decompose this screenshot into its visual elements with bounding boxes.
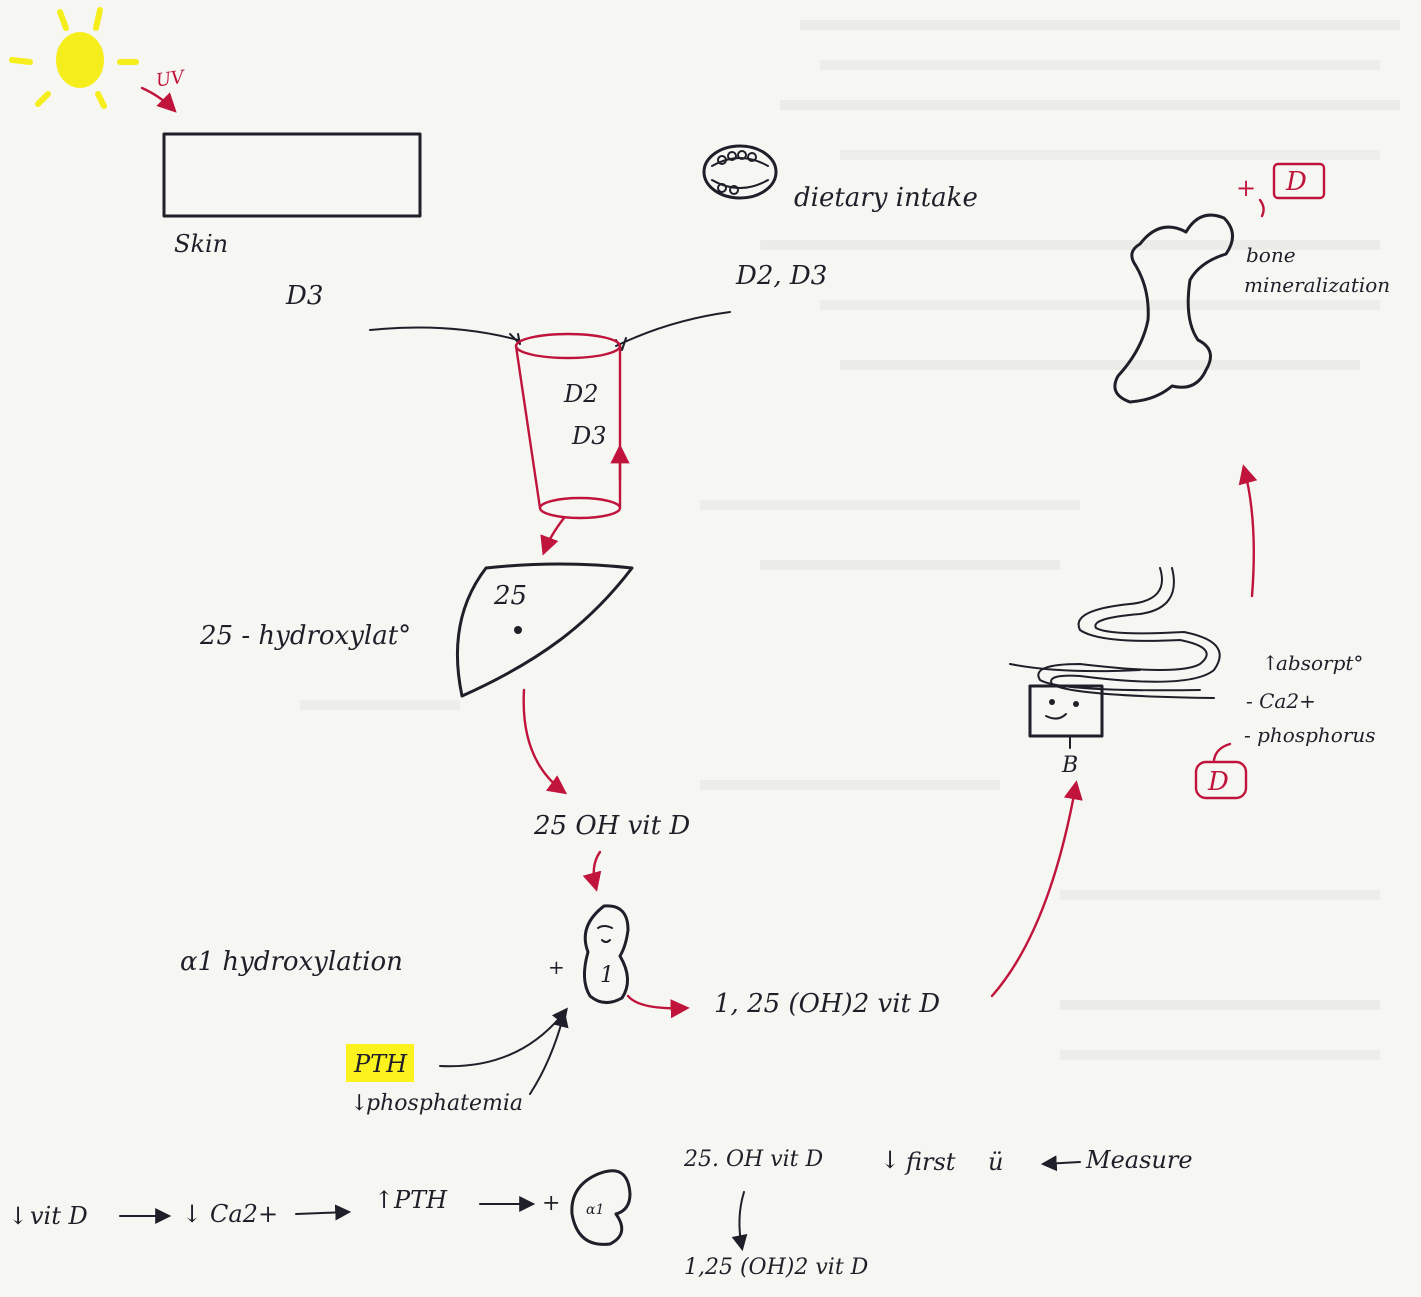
bottom-arrow-2 (296, 1212, 348, 1214)
diet-to-vessel-line (616, 312, 730, 346)
intestine-d-pointer (1214, 744, 1230, 760)
liver-icon (457, 564, 632, 696)
intestine-cell-icon (1030, 686, 1102, 748)
vessel-to-liver-arrow (544, 518, 564, 552)
skin-product-label: D3 (285, 281, 323, 311)
uv-label: UV (155, 66, 188, 91)
phosphatemia-label: phosphatemia (366, 1091, 523, 1116)
bottom-vitd: vit D (30, 1202, 88, 1230)
bone-label-line1: bone (1246, 243, 1296, 267)
intestine-to-bone-arrow (1244, 468, 1254, 596)
bottom-smile: ü (988, 1148, 1003, 1176)
phosphatemia-decrease-mark: ↓ (350, 1091, 368, 1116)
intestine-letter: B (1061, 753, 1078, 778)
bottom-measure-line: 25. OH vit D (683, 1147, 823, 1172)
metabolite-25oh-label: 25 OH vit D (533, 811, 690, 841)
bottom-calcium-decrease-mark: ↓ (182, 1200, 202, 1228)
bottom-first-decrease-mark: ↓ (880, 1146, 900, 1174)
intestine-icon (1010, 568, 1220, 698)
liver-mark: 25 (493, 581, 527, 611)
bottom-result-line: 1,25 (OH)2 vit D (684, 1255, 869, 1280)
pth-arrow (440, 1010, 566, 1066)
bone-label-line2: mineralization (1244, 273, 1390, 297)
sun-icon (12, 10, 136, 106)
bottom-calcium: Ca2+ (210, 1200, 278, 1228)
intestine-d-letter: D (1207, 767, 1229, 797)
diet-forms-label: D2, D3 (735, 261, 827, 291)
skin-label: Skin (174, 230, 228, 258)
bottom-measure-arrow (1044, 1162, 1080, 1164)
intestine-item-calcium: - Ca2+ (1246, 689, 1316, 713)
skin-box (164, 134, 420, 216)
intestine-effect-title: absorpt° (1276, 651, 1363, 675)
diet-label: dietary intake (794, 183, 978, 213)
liver-to-25oh-arrow (524, 690, 564, 792)
bottom-pth-increase-mark: ↑ (374, 1186, 394, 1214)
bone-d-pointer (1260, 200, 1264, 216)
kidney-to-active-arrow (628, 996, 686, 1008)
liver-enzyme-label: 25 - hydroxylat° (199, 621, 411, 651)
kidney-icon (584, 906, 628, 1003)
bottom-first-note: first (904, 1148, 956, 1176)
intestine-item-phosphorus: - phosphorus (1244, 723, 1376, 747)
phosphatemia-arrow (530, 1014, 564, 1094)
bottom-pth: PTH (393, 1186, 448, 1214)
bottom-kidney-mark: α1 (586, 1202, 604, 1218)
bleed-through-background (300, 20, 1400, 1060)
mouth-icon (704, 146, 776, 198)
kidney-enzyme-label: α1 hydroxylation (180, 947, 403, 977)
intestine-effect-up-mark: ↑ (1262, 651, 1279, 675)
bone-plus: + (1236, 174, 1256, 202)
kidney-number: 1 (600, 963, 614, 988)
kidney-plus: + (548, 955, 565, 979)
active-form-label: 1, 25 (OH)2 vit D (714, 989, 940, 1019)
skin-to-vessel-line (370, 328, 518, 340)
pth-label: PTH (353, 1050, 408, 1078)
bottom-vitd-decrease-mark: ↓ (8, 1202, 28, 1230)
25oh-to-kidney-arrow (594, 852, 600, 888)
bottom-plus: + (542, 1191, 560, 1216)
bottom-conversion-arrow (739, 1192, 744, 1248)
bottom-measure-label: Measure (1085, 1146, 1193, 1174)
vessel-d2-label: D2 (563, 380, 599, 408)
vessel-d3-label: D3 (571, 422, 607, 450)
bone-d-letter: D (1285, 167, 1307, 197)
